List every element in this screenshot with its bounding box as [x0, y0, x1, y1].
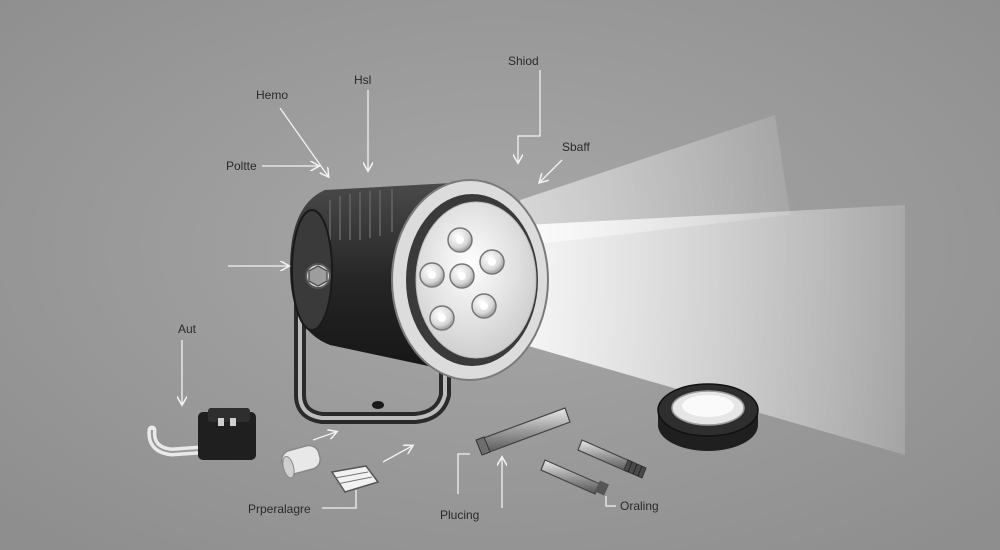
callout-cylinder — [312, 432, 336, 441]
label-sbaff: Sbaff — [562, 140, 590, 154]
clip-part — [330, 465, 380, 493]
label-poltte: Poltte — [226, 159, 257, 173]
callout-lines — [182, 70, 616, 509]
led-array — [419, 227, 505, 331]
callout-prperalagre — [322, 490, 357, 509]
label-prperalagre: Prperalagre — [248, 502, 311, 516]
callout-clip — [382, 446, 412, 463]
label-aut: Aut — [178, 322, 197, 336]
label-oraling: Oraling — [620, 499, 659, 513]
lens-ring — [657, 383, 759, 451]
light-beam — [520, 115, 905, 455]
pivot-bolt — [305, 263, 331, 289]
label-hsl: Hsl — [354, 73, 372, 87]
label-shiod: Shiod — [508, 54, 539, 68]
screw-part — [577, 439, 647, 479]
callout-sbaff — [540, 159, 563, 182]
label-hemp: Hemo — [256, 88, 289, 102]
medium-rod — [540, 459, 610, 496]
bracket-hole — [372, 401, 384, 409]
small-cylinder-part — [281, 444, 321, 479]
cable-connector — [147, 408, 256, 460]
callout-shiod — [518, 70, 541, 162]
mounting-bracket — [294, 275, 451, 424]
label-plucing: Plucing — [440, 508, 480, 522]
callout-plucing-left — [457, 453, 470, 494]
long-rod — [475, 407, 571, 456]
callout-oraling — [605, 496, 616, 507]
